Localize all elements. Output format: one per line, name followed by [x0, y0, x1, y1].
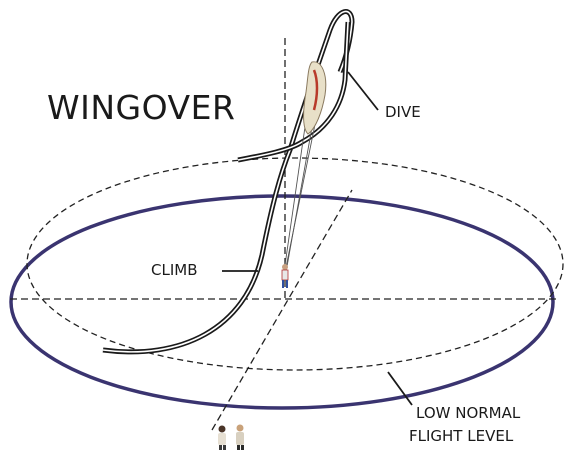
climb-label: CLIMB [151, 261, 198, 279]
dive-path [237, 21, 351, 163]
upper-reference-ellipse [26, 157, 564, 371]
level-leader-line [387, 371, 413, 406]
low-normal-flight-level-ellipse [9, 194, 555, 410]
dive-label: DIVE [385, 103, 421, 121]
spectators [218, 424, 244, 450]
diagonal-sight-line [211, 189, 353, 431]
pilot-figure [281, 264, 289, 288]
paraglider-wing [303, 61, 327, 135]
flight-level-label-line2: FLIGHT LEVEL [409, 427, 514, 445]
dive-leader-line [347, 71, 379, 111]
flight-level-label-line1: LOW NORMAL [416, 404, 521, 422]
diagram-title: WINGOVER [47, 88, 236, 127]
